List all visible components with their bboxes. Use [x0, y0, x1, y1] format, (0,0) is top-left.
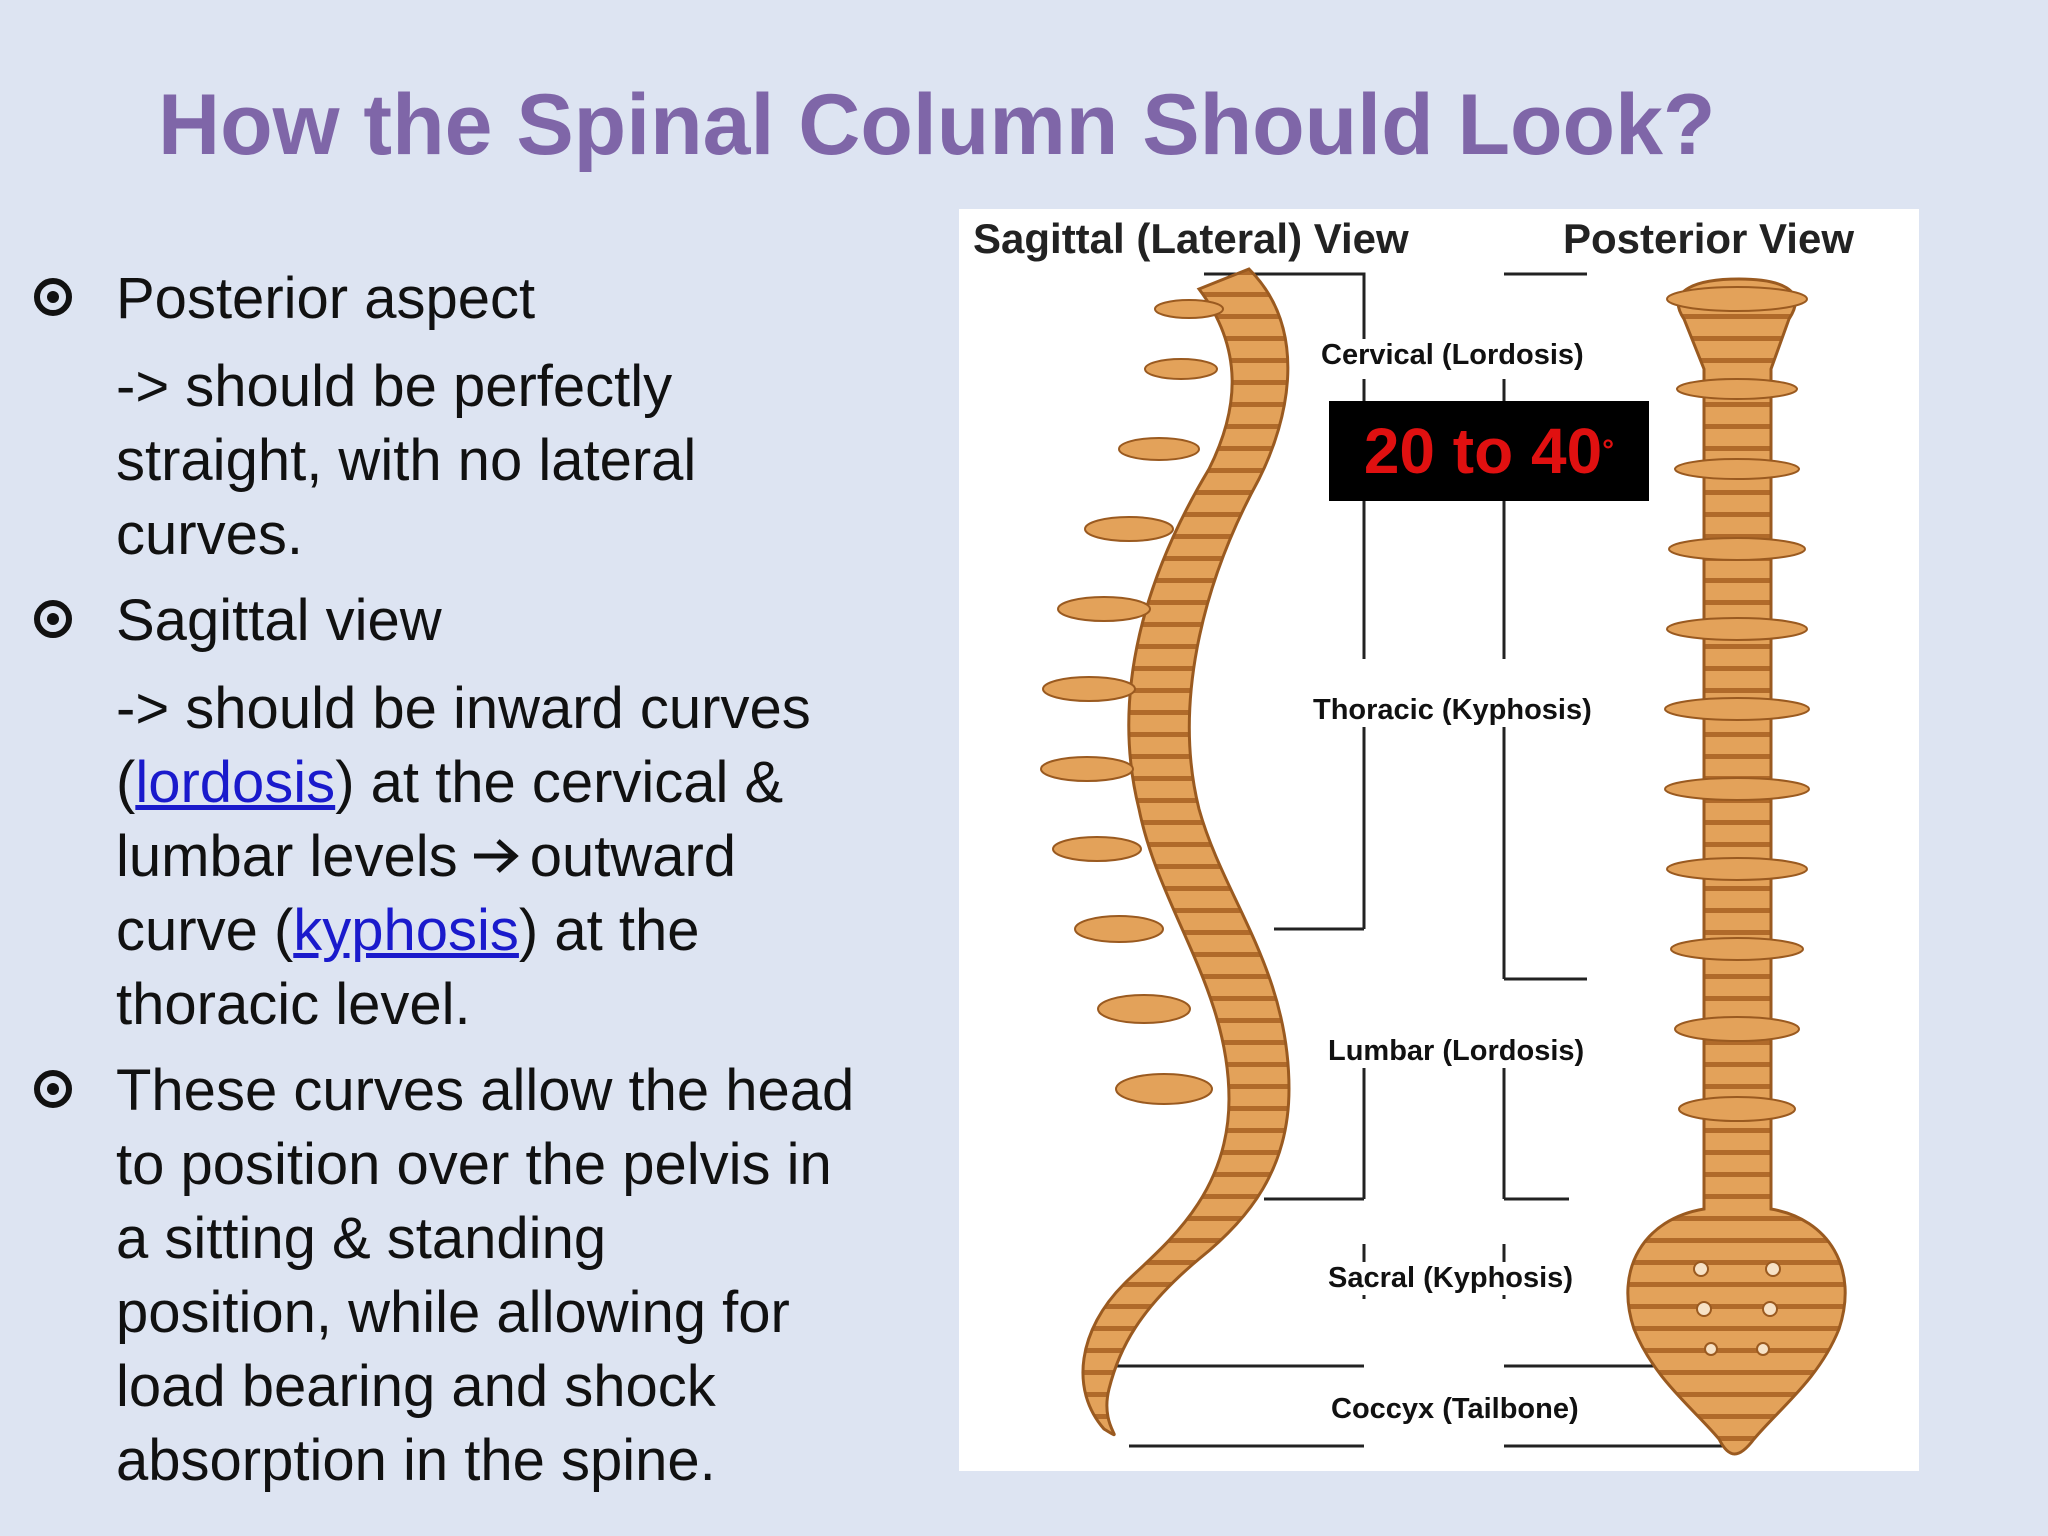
detail-line: curves. — [116, 502, 303, 567]
detail-text: lumbar levels — [116, 824, 458, 889]
detail-text: curve ( — [116, 898, 294, 963]
bullet-sagittal-view: Sagittal view -> should be inward curves… — [30, 584, 910, 1042]
bullet-line: position, while allowing for — [116, 1280, 790, 1345]
radio-bullet-icon — [34, 278, 72, 316]
posterior-spine-shape — [1626, 277, 1847, 1456]
bullet-line: a sitting & standing — [116, 1206, 607, 1271]
bullet-heading: Sagittal view — [116, 588, 442, 653]
bullet-detail: -> should be perfectly straight, with no… — [116, 350, 910, 572]
kyphosis-link[interactable]: kyphosis — [293, 898, 519, 963]
detail-line: lumbar levels outward — [116, 820, 910, 894]
badge-text: 20 to 40 — [1363, 415, 1603, 487]
degree-symbol: ° — [1602, 434, 1615, 467]
detail-line: (lordosis) at the cervical & — [116, 746, 910, 820]
detail-line: curve (kyphosis) at the — [116, 894, 910, 968]
right-arrow-icon — [470, 820, 522, 894]
spine-illustration — [1040, 267, 1847, 1456]
detail-line: thoracic level. — [116, 972, 471, 1037]
detail-text: outward — [529, 824, 737, 889]
detail-line: -> should be perfectly — [116, 354, 673, 419]
bullet-line: absorption in the spine. — [116, 1428, 716, 1493]
spine-figure: Sagittal (Lateral) View Posterior View C… — [959, 209, 1919, 1471]
posterior-view-heading: Posterior View — [1563, 215, 1855, 262]
detail-line: -> should be inward curves — [116, 676, 811, 741]
sagittal-spine-shape — [1040, 267, 1291, 1437]
cervical-label: Cervical (Lordosis) — [1317, 339, 1588, 372]
paren-open: ( — [116, 750, 136, 815]
coccyx-label: Coccyx (Tailbone) — [1327, 1393, 1583, 1426]
detail-line: straight, with no lateral — [116, 428, 697, 493]
thoracic-label: Thoracic (Kyphosis) — [1309, 694, 1596, 727]
bullet-detail: -> should be inward curves (lordosis) at… — [116, 672, 910, 1042]
bullet-line: load bearing and shock — [116, 1354, 716, 1419]
detail-text: ) at the cervical & — [335, 750, 784, 815]
detail-text: ) at the — [518, 898, 700, 963]
lordosis-link[interactable]: lordosis — [135, 750, 336, 815]
bullet-line: These curves allow the head — [116, 1058, 855, 1123]
sagittal-view-heading: Sagittal (Lateral) View — [973, 215, 1409, 262]
lumbar-label: Lumbar (Lordosis) — [1324, 1035, 1589, 1068]
bullet-list: Posterior aspect -> should be perfectly … — [30, 262, 910, 1498]
radio-bullet-icon — [34, 1070, 72, 1108]
sacral-label: Sacral (Kyphosis) — [1324, 1262, 1577, 1295]
bullet-curves-purpose: These curves allow the head to position … — [30, 1054, 910, 1498]
bullet-heading: Posterior aspect — [116, 266, 536, 331]
bullet-line: to position over the pelvis in — [116, 1132, 832, 1197]
curve-angle-badge: 20 to 40° — [1329, 401, 1649, 501]
slide-title: How the Spinal Column Should Look? — [158, 77, 1716, 173]
radio-bullet-icon — [34, 600, 72, 638]
bullet-posterior-aspect: Posterior aspect -> should be perfectly … — [30, 262, 910, 572]
